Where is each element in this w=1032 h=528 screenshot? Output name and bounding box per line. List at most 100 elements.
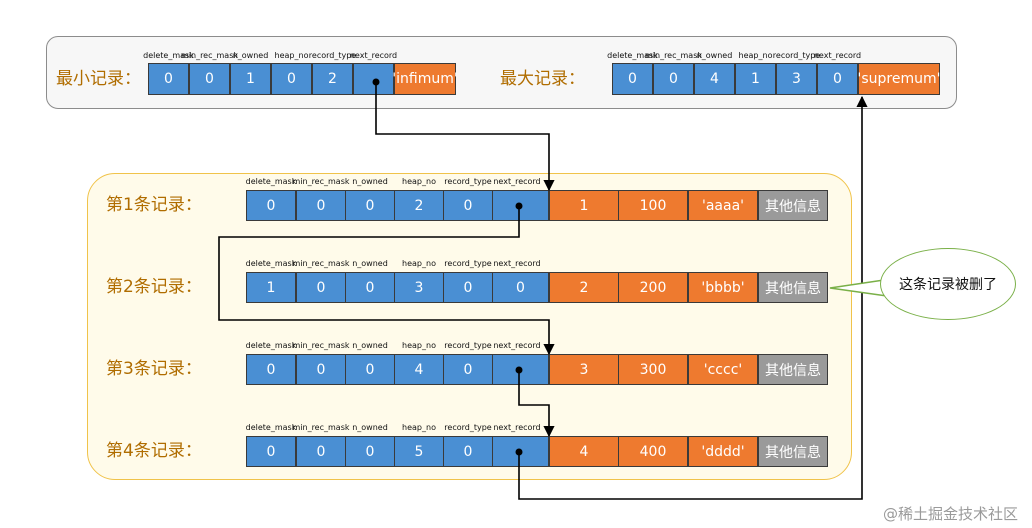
supremum-n-owned-cell: 4 bbox=[694, 63, 735, 95]
infimum-record-type-cell: 2 bbox=[312, 63, 353, 95]
record-2-min-rec-mask-cell: 0 bbox=[296, 272, 346, 303]
arrow-record-4-to-supremum bbox=[518, 95, 868, 500]
record-2-next-record-cell: 0 bbox=[492, 272, 549, 303]
record-4-header-next-record: next_record bbox=[493, 423, 541, 432]
infimum-header-min-rec-mask: min_rec_mask bbox=[180, 51, 238, 60]
record-1-record-type-cell: 0 bbox=[443, 190, 493, 221]
watermark: @稀土掘金技术社区 bbox=[882, 505, 1018, 523]
record-3-header-next-record: next_record bbox=[493, 341, 541, 350]
user-records-panel bbox=[87, 173, 852, 480]
record-2-header-next-record: next_record bbox=[493, 259, 541, 268]
record-2-other-info-cell: 其他信息 bbox=[758, 272, 828, 303]
record-1-header-next-record: next_record bbox=[493, 177, 541, 186]
record-4-label: 第4条记录： bbox=[106, 441, 202, 461]
record-2-header-heap-no: heap_no bbox=[402, 259, 436, 268]
infimum-header-n-owned: n_owned bbox=[232, 51, 269, 60]
supremum-data-cell: 'supremum' bbox=[858, 63, 940, 95]
record-3-data-cell-1: 3 bbox=[549, 354, 619, 385]
record-1-min-rec-mask-cell: 0 bbox=[296, 190, 346, 221]
record-1-data-cell-3: 'aaaa' bbox=[688, 190, 758, 221]
infimum-n-owned-cell: 1 bbox=[230, 63, 271, 95]
callout-pointer bbox=[829, 279, 888, 297]
supremum-header-record-type: record_type bbox=[772, 51, 821, 60]
infimum-header-next-record: next_record bbox=[349, 51, 398, 60]
supremum-min-rec-mask-cell: 0 bbox=[653, 63, 694, 95]
record-4-record-type-cell: 0 bbox=[443, 436, 493, 467]
record-4-delete-mask-cell: 0 bbox=[246, 436, 296, 467]
callout-text: 这条记录被删了 bbox=[899, 277, 997, 293]
record-1-header-min-rec-mask: min_rec_mask bbox=[292, 177, 350, 186]
record-2-header-delete-mask: delete_mask bbox=[245, 259, 297, 268]
record-4-min-rec-mask-cell: 0 bbox=[296, 436, 346, 467]
pointer-dot-icon bbox=[372, 78, 380, 86]
record-4-header-n-owned: n_owned bbox=[352, 423, 388, 432]
record-4-header-record-type: record_type bbox=[444, 423, 492, 432]
record-4-data-cell-2: 400 bbox=[618, 436, 688, 467]
record-3-label: 第3条记录： bbox=[106, 359, 202, 379]
supremum-header-heap-no: heap_no bbox=[738, 51, 773, 60]
record-1-delete-mask-cell: 0 bbox=[246, 190, 296, 221]
infimum-heap-no-cell: 0 bbox=[271, 63, 312, 95]
record-1-other-info-cell: 其他信息 bbox=[758, 190, 828, 221]
record-3-n-owned-cell: 0 bbox=[345, 354, 395, 385]
infimum-header-delete-mask: delete_mask bbox=[143, 51, 194, 60]
infimum-label: 最小记录： bbox=[56, 69, 141, 89]
record-3-record-type-cell: 0 bbox=[443, 354, 493, 385]
record-4-other-info-cell: 其他信息 bbox=[758, 436, 828, 467]
record-1-header-heap-no: heap_no bbox=[402, 177, 436, 186]
record-3-data-cell-2: 300 bbox=[618, 354, 688, 385]
supremum-heap-no-cell: 1 bbox=[735, 63, 776, 95]
record-2-header-min-rec-mask: min_rec_mask bbox=[292, 259, 350, 268]
record-3-header-record-type: record_type bbox=[444, 341, 492, 350]
infimum-next-record-cell bbox=[353, 63, 394, 95]
deleted-record-callout: 这条记录被删了 bbox=[880, 248, 1016, 320]
supremum-delete-mask-cell: 0 bbox=[612, 63, 653, 95]
record-4-header-delete-mask: delete_mask bbox=[245, 423, 297, 432]
infimum-data-cell: 'infimum' bbox=[392, 63, 458, 95]
supremum-header-next-record: next_record bbox=[813, 51, 862, 60]
record-1-data-cell-1: 1 bbox=[549, 190, 619, 221]
supremum-header-delete-mask: delete_mask bbox=[607, 51, 658, 60]
record-2-data-cell-2: 200 bbox=[618, 272, 688, 303]
record-3-header-heap-no: heap_no bbox=[402, 341, 436, 350]
supremum-next-record-cell: 0 bbox=[817, 63, 858, 95]
supremum-header-min-rec-mask: min_rec_mask bbox=[644, 51, 702, 60]
record-1-data-cell-2: 100 bbox=[618, 190, 688, 221]
infimum-header-record-type: record_type bbox=[308, 51, 357, 60]
record-1-header-delete-mask: delete_mask bbox=[245, 177, 297, 186]
record-3-delete-mask-cell: 0 bbox=[246, 354, 296, 385]
record-1-header-n-owned: n_owned bbox=[352, 177, 388, 186]
record-1-header-record-type: record_type bbox=[444, 177, 492, 186]
pointer-dot-icon bbox=[515, 448, 523, 456]
infimum-delete-mask-cell: 0 bbox=[148, 63, 189, 95]
supremum-header-n-owned: n_owned bbox=[696, 51, 733, 60]
record-1-label: 第1条记录： bbox=[106, 195, 202, 215]
record-2-data-cell-1: 2 bbox=[549, 272, 619, 303]
record-1-n-owned-cell: 0 bbox=[345, 190, 395, 221]
infimum-min-rec-mask-cell: 0 bbox=[189, 63, 230, 95]
record-4-n-owned-cell: 0 bbox=[345, 436, 395, 467]
pointer-dot-icon bbox=[515, 202, 523, 210]
record-3-data-cell-3: 'cccc' bbox=[688, 354, 758, 385]
record-3-header-delete-mask: delete_mask bbox=[245, 341, 297, 350]
record-3-header-min-rec-mask: min_rec_mask bbox=[292, 341, 350, 350]
arrow-record-3-to-record-4 bbox=[518, 370, 555, 438]
record-2-label: 第2条记录： bbox=[106, 277, 202, 297]
record-2-header-n-owned: n_owned bbox=[352, 259, 388, 268]
pointer-dot-icon bbox=[515, 366, 523, 374]
record-4-heap-no-cell: 5 bbox=[394, 436, 444, 467]
arrow-record-1-to-record-3 bbox=[218, 206, 555, 356]
record-4-data-cell-3: 'dddd' bbox=[688, 436, 758, 467]
infimum-header-heap-no: heap_no bbox=[274, 51, 309, 60]
record-2-header-record-type: record_type bbox=[444, 259, 492, 268]
arrow-infimum-to-record-1 bbox=[375, 82, 555, 192]
supremum-record-type-cell: 3 bbox=[776, 63, 817, 95]
supremum-label: 最大记录： bbox=[500, 69, 585, 89]
record-3-heap-no-cell: 4 bbox=[394, 354, 444, 385]
record-3-other-info-cell: 其他信息 bbox=[758, 354, 828, 385]
record-2-delete-mask-cell: 1 bbox=[246, 272, 296, 303]
record-4-header-heap-no: heap_no bbox=[402, 423, 436, 432]
record-3-header-n-owned: n_owned bbox=[352, 341, 388, 350]
record-2-data-cell-3: 'bbbb' bbox=[688, 272, 758, 303]
record-4-header-min-rec-mask: min_rec_mask bbox=[292, 423, 350, 432]
